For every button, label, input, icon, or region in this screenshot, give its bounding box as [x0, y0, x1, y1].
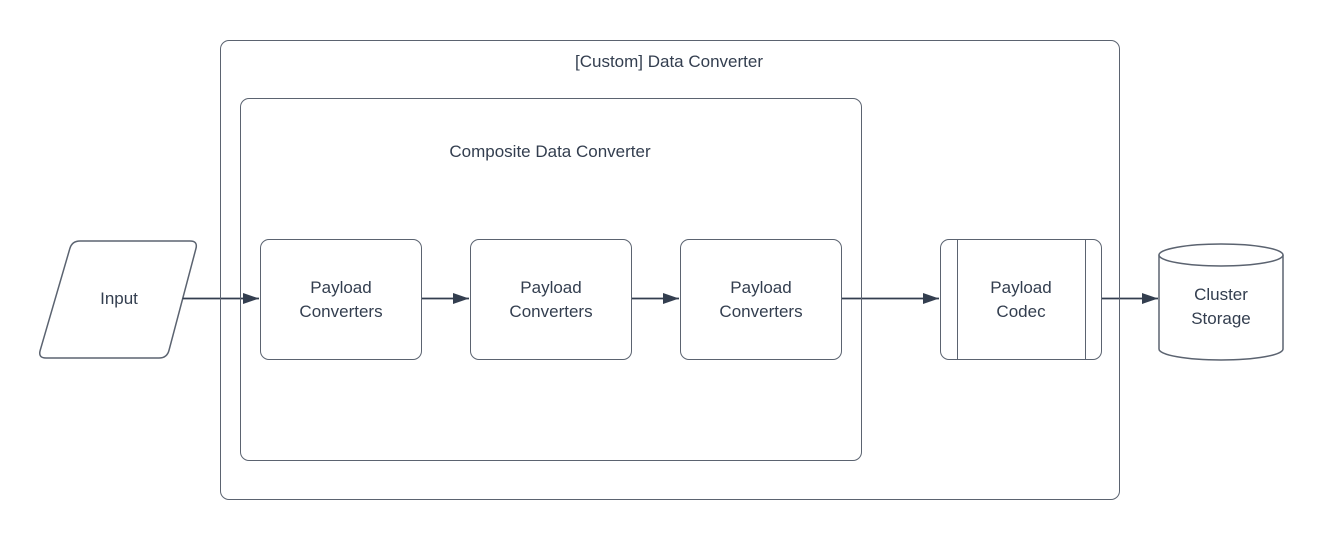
storage-cylinder-top-shape [1158, 243, 1284, 267]
payload-codec-node: Payload Codec [940, 239, 1102, 360]
payload-converters-1-label: Payload Converters [299, 277, 383, 321]
payload-converters-2-label: Payload Converters [509, 277, 593, 321]
input-parallelogram-shape [38, 240, 198, 359]
custom-data-converter-title: [Custom] Data Converter [574, 52, 763, 71]
input-node-label: Input [40, 240, 198, 358]
payload-converters-node-2: Payload Converters [470, 239, 632, 360]
payload-converters-node-1: Payload Converters [260, 239, 422, 360]
payload-converters-3-label: Payload Converters [719, 277, 803, 321]
payload-converters-node-3: Payload Converters [680, 239, 842, 360]
storage-cylinder-body-shape [1158, 255, 1284, 361]
composite-data-converter-title: Composite Data Converter [449, 142, 651, 161]
payload-codec-label: Payload Codec [990, 277, 1052, 321]
composite-data-converter-container [240, 98, 862, 461]
input-label-text: Input [100, 289, 138, 308]
cluster-storage-label-text: Cluster Storage [1191, 285, 1251, 328]
custom-data-converter-container [220, 40, 1120, 500]
cluster-storage-node-label: Cluster Storage [1159, 260, 1283, 354]
